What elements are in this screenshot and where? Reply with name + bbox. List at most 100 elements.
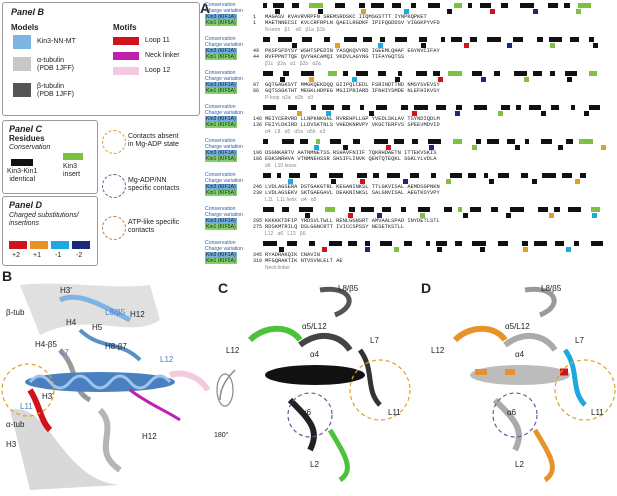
contacts-absent-icon xyxy=(102,130,126,154)
charge-variation-mark xyxy=(343,145,348,150)
charge-variation-mark xyxy=(288,179,293,184)
row-label-kin1: Kin1 (KIF5A) xyxy=(205,20,237,26)
seq-number-kin3: 345 xyxy=(253,252,263,258)
charge-label-plus1: +1 xyxy=(33,252,41,259)
label-beta-tub: β-tub xyxy=(6,308,25,317)
conservation-bar xyxy=(472,71,482,76)
row-label-kin1: Kin1 (KIF5A) xyxy=(205,156,237,162)
legend-d-title: Panel D xyxy=(9,200,43,210)
conservation-bar xyxy=(589,37,594,42)
label-l11: L11 xyxy=(20,402,33,411)
charge-variation-mark xyxy=(378,43,383,48)
secondary-structure-notes: α6 L10 loose xyxy=(265,163,297,169)
legend-b-title: Panel B xyxy=(11,7,45,17)
model-swatch-alpha xyxy=(13,57,31,71)
row-label-kin1: Kin1 (KIF5A) xyxy=(205,88,237,94)
row-label-kin1: Kin1 (KIF5A) xyxy=(205,190,237,196)
conservation-bar xyxy=(574,241,579,246)
conservation-bar xyxy=(538,207,548,212)
conservation-bar xyxy=(534,241,547,246)
conservation-bar xyxy=(302,37,312,42)
charge-variation-mark xyxy=(593,43,598,48)
charge-variation-mark xyxy=(279,247,284,252)
panel-letter-c: C xyxy=(218,280,229,296)
conservation-bar xyxy=(357,173,367,178)
conservation-bar xyxy=(414,105,428,110)
conservation-bar xyxy=(571,105,575,110)
seq-number-kin1: 86 xyxy=(253,88,260,94)
conservation-bar xyxy=(273,3,284,8)
seq-number-kin1: 1 xyxy=(253,20,257,26)
conservation-bar xyxy=(549,37,562,42)
c-label-l11: L11 xyxy=(388,408,401,417)
conservation-bar xyxy=(289,173,300,178)
charge-label-minus1: -1 xyxy=(55,252,62,259)
seq-number-kin3: 49 xyxy=(253,48,260,54)
charge-variation-mark xyxy=(446,179,451,184)
conservation-bar xyxy=(344,37,357,42)
secondary-structure-notes: α4 L8 α5 α5a α5b α3 xyxy=(265,129,326,135)
charge-variation-mark xyxy=(386,145,391,150)
c-label-rotation: 180° xyxy=(214,432,229,439)
legend-b-motifs-title: Motifs xyxy=(113,23,137,32)
seq-number-kin1: 319 xyxy=(253,258,263,264)
c-label-l8b5: L8/β5 xyxy=(338,284,359,293)
alpha4-helix-c xyxy=(265,365,365,385)
conservation-bar xyxy=(433,71,440,76)
charge-swatch-minus1 xyxy=(51,241,69,249)
row-label-kin3: Kin3 (KIF1A) xyxy=(205,116,237,122)
row-label-kin3: Kin3 (KIF1A) xyxy=(205,218,237,224)
conservation-bar xyxy=(554,207,560,212)
row-label-charge: Charge variation xyxy=(205,212,244,218)
model-swatch-kin3 xyxy=(13,35,31,49)
seq-kin3: PKSFSFDYSY WSHTSPEDIN YASQKQVYRD IGEEMLQ… xyxy=(265,48,440,54)
charge-variation-mark xyxy=(348,213,353,218)
charge-variation-mark xyxy=(489,179,494,184)
secondary-structure-notes: β1c β2a α1 β2b α2a xyxy=(265,61,321,67)
conservation-bar xyxy=(551,105,559,110)
seq-kin1: LVDLAGSEKV SKTGAEGAVL DEAKNINKSL SALGNVI… xyxy=(265,190,440,196)
conservation-bar xyxy=(288,105,297,110)
charge-variation-mark xyxy=(567,77,572,82)
conservation-bar xyxy=(455,241,462,246)
conservation-bar xyxy=(263,3,267,8)
charge-variation-mark xyxy=(601,145,606,150)
charge-variation-mark xyxy=(412,111,417,116)
conservation-bar xyxy=(589,71,597,76)
conservation-bar xyxy=(361,207,374,212)
conservation-bar xyxy=(316,139,320,144)
conservation-bar xyxy=(359,3,365,8)
row-label-charge: Charge variation xyxy=(205,76,244,82)
conservation-bar xyxy=(589,105,600,110)
conservation-bar xyxy=(371,3,384,8)
conservation-bar xyxy=(410,173,419,178)
label-h12-b: H12 xyxy=(142,432,157,441)
secondary-structure-notes: P-loop α2a α2b α3 xyxy=(265,95,314,101)
d-label-a4: α4 xyxy=(515,350,525,359)
seq-number-kin3: 196 xyxy=(253,150,263,156)
structure-d-svg xyxy=(452,286,616,483)
row-label-kin3: Kin3 (KIF1A) xyxy=(205,48,237,54)
charge-variation-mark xyxy=(361,9,366,14)
charge-variation-mark xyxy=(455,111,460,116)
charge-variation-mark xyxy=(309,77,314,82)
c-label-l2: L2 xyxy=(310,460,319,469)
motif-label-loop11: Loop 11 xyxy=(145,37,170,44)
conservation-bar xyxy=(278,37,292,42)
conservation-bar xyxy=(300,139,308,144)
label-l8b5: L8/β5 xyxy=(105,308,126,317)
panel-letter-a: A xyxy=(200,0,211,16)
seq-number-kin3: 246 xyxy=(253,184,263,190)
conservation-bar xyxy=(292,3,299,8)
label-h4b5: H4-β5 xyxy=(35,340,57,349)
row-label-charge: Charge variation xyxy=(205,144,244,150)
panel-letter-d: D xyxy=(421,280,432,296)
model-label-kin3: Kin3-NN-MT xyxy=(37,38,76,45)
row-label-kin3: Kin3 (KIF1A) xyxy=(205,184,237,190)
row-label-conservation: Conservation xyxy=(205,138,236,144)
